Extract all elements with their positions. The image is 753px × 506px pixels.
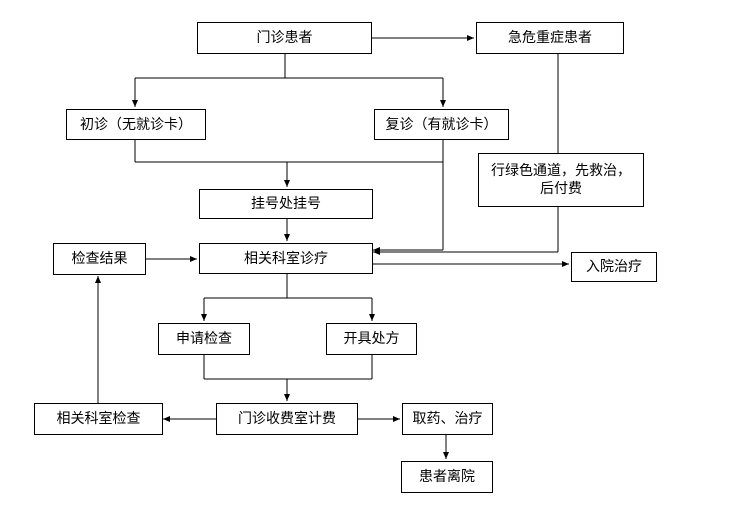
node-leave: 患者离院 <box>401 461 493 493</box>
node-prescribe: 开具处方 <box>326 323 417 355</box>
node-billing: 门诊收费室计费 <box>216 403 358 435</box>
node-hospitalize: 入院治疗 <box>571 252 657 282</box>
node-return-visit: 复诊（有就诊卡） <box>374 109 509 140</box>
node-emergency: 急危重症患者 <box>476 22 624 54</box>
node-green-channel: 行绿色通道，先救治， 后付费 <box>478 153 644 207</box>
node-registration: 挂号处挂号 <box>199 189 373 219</box>
node-apply-exam: 申请检查 <box>158 323 250 355</box>
node-first-visit: 初诊（无就诊卡） <box>66 109 206 140</box>
node-exam-result: 检查结果 <box>53 243 146 275</box>
node-outpatient: 门诊患者 <box>197 22 372 54</box>
node-medicine: 取药、治疗 <box>402 403 493 435</box>
node-dept-exam: 相关科室检查 <box>34 403 163 435</box>
node-department: 相关科室诊疗 <box>199 243 373 274</box>
